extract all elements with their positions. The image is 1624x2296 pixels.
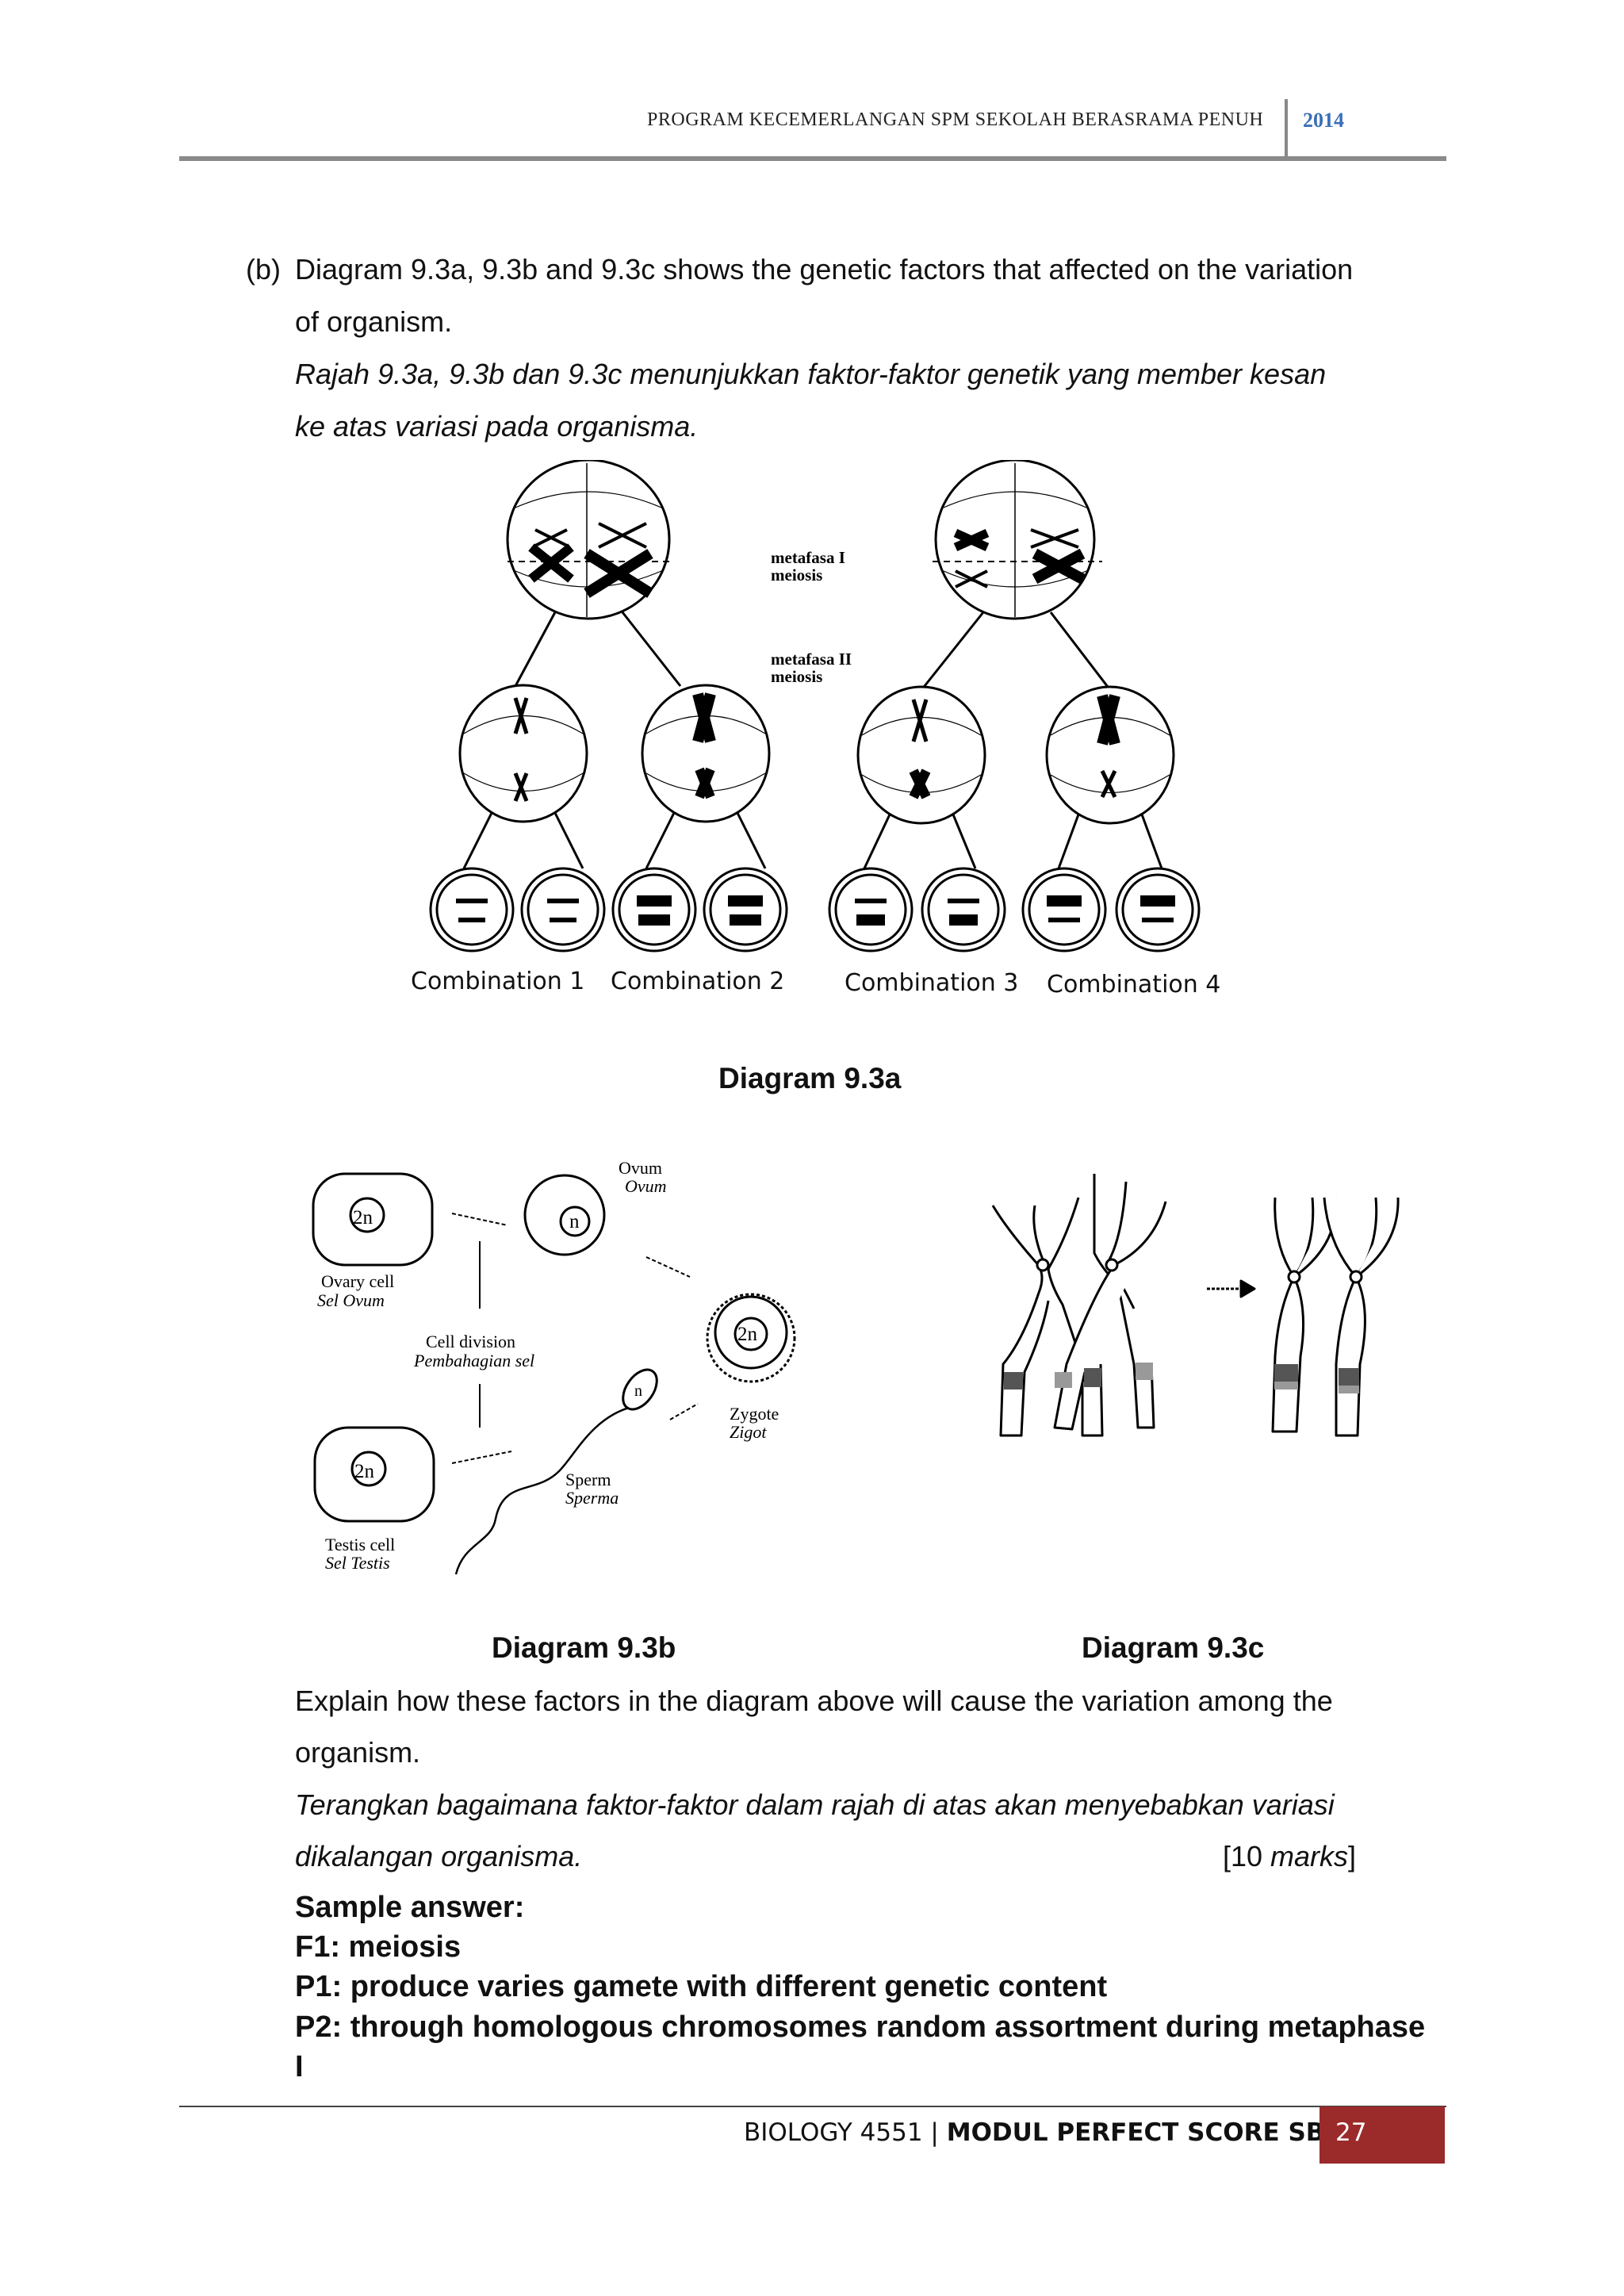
answer-p1: P1: produce varies gamete with different… [295,1967,1107,2007]
cell-division-label: Cell division [426,1332,515,1351]
metaphase1-label-2: meiosis [771,565,822,585]
question-text-ms-1: Rajah 9.3a, 9.3b dan 9.3c menunjukkan fa… [295,348,1326,401]
ovary-cell-label-ms: Sel Ovum [317,1290,385,1310]
marks-indicator: [10 marks] [1223,1830,1356,1883]
instruction-ms-1: Terangkan bagaimana faktor-faktor dalam … [295,1779,1335,1831]
combination-2: Combination 2 [611,968,784,995]
testis-diploid-label: 2n [354,1461,375,1482]
diagram-9-3c-caption: Diagram 9.3c [1082,1631,1264,1665]
testis-cell-label-ms: Sel Testis [325,1553,390,1573]
metaphase2-label-1: metafasa II [771,650,852,669]
metaphase1-label-1: metafasa I [771,548,845,567]
marks-close: ] [1348,1840,1356,1872]
answer-p2-1: P2: through homologous chromosomes rando… [295,2007,1425,2048]
ovum-haploid-label: n [569,1211,580,1232]
footer-page-box: 27 [1320,2106,1445,2164]
header-title: PROGRAM KECEMERLANGAN SPM SEKOLAH BERASR… [647,109,1263,131]
answer-p2-2: I [295,2047,304,2087]
metaphase2-label-2: meiosis [771,667,822,686]
zygote-label: Zygote [730,1404,779,1424]
daughter-cell-3 [858,687,985,823]
zygote-label-ms: Zigot [730,1422,767,1442]
diagram-9-3c [975,1166,1404,1451]
answer-heading: Sample answer: [295,1888,524,1928]
cell-division-label-ms: Pembahagian sel [413,1351,534,1370]
sperm-haploid-label: n [634,1382,642,1400]
question-text-en-2: of organism. [295,296,452,348]
combination-4: Combination 4 [1047,971,1220,999]
ovary-cell [313,1174,432,1265]
footer-text: BIOLOGY 4551 | MODUL PERFECT SCORE SBP [744,2118,1342,2147]
testis-cell-label: Testis cell [325,1535,395,1554]
header-year: 2014 [1303,109,1344,132]
diagram-9-3b: 2n n 2n 2n n Ovum Ovum Ovary cell Sel Ov… [297,1146,845,1586]
marks-word: marks [1270,1840,1348,1872]
question-label: (b) [246,243,281,296]
instruction-en-2: organism. [295,1727,420,1779]
header-rule [179,156,1446,161]
diagram-9-3a: metafasa I meiosis metafasa II meiosis [428,460,1221,968]
instruction-ms-2: dikalangan organisma. [295,1830,582,1883]
ovary-diploid-label: 2n [353,1207,373,1228]
page-number: 27 [1335,2118,1366,2147]
ovum-label: Ovum [619,1158,662,1178]
sperm-label: Sperm [565,1470,611,1489]
ovum-cell [525,1175,604,1255]
header-divider [1285,99,1288,161]
question-text-ms-2: ke atas variasi pada organisma. [295,401,698,453]
marks-open: [10 [1223,1840,1270,1872]
diagram-9-3a-caption: Diagram 9.3a [718,1062,901,1095]
footer-separator: | [930,2118,938,2147]
testis-cell [315,1428,434,1521]
sperm-label-ms: Sperma [565,1488,619,1508]
zygote-diploid-label: 2n [737,1324,758,1345]
ovum-label-ms: Ovum [625,1176,667,1196]
ovary-cell-label: Ovary cell [321,1271,394,1291]
footer-module: MODUL PERFECT SCORE SBP [947,2118,1342,2147]
gamete-cells [431,868,1199,951]
instruction-en-1: Explain how these factors in the diagram… [295,1675,1333,1727]
footer-subject: BIOLOGY 4551 [744,2118,923,2147]
combination-1: Combination 1 [411,968,584,995]
footer-rule [179,2106,1446,2107]
question-text-en-1: Diagram 9.3a, 9.3b and 9.3c shows the ge… [295,243,1353,296]
combination-3: Combination 3 [845,969,1018,997]
diagram-9-3b-caption: Diagram 9.3b [492,1631,676,1665]
answer-f1: F1: meiosis [295,1927,461,1968]
